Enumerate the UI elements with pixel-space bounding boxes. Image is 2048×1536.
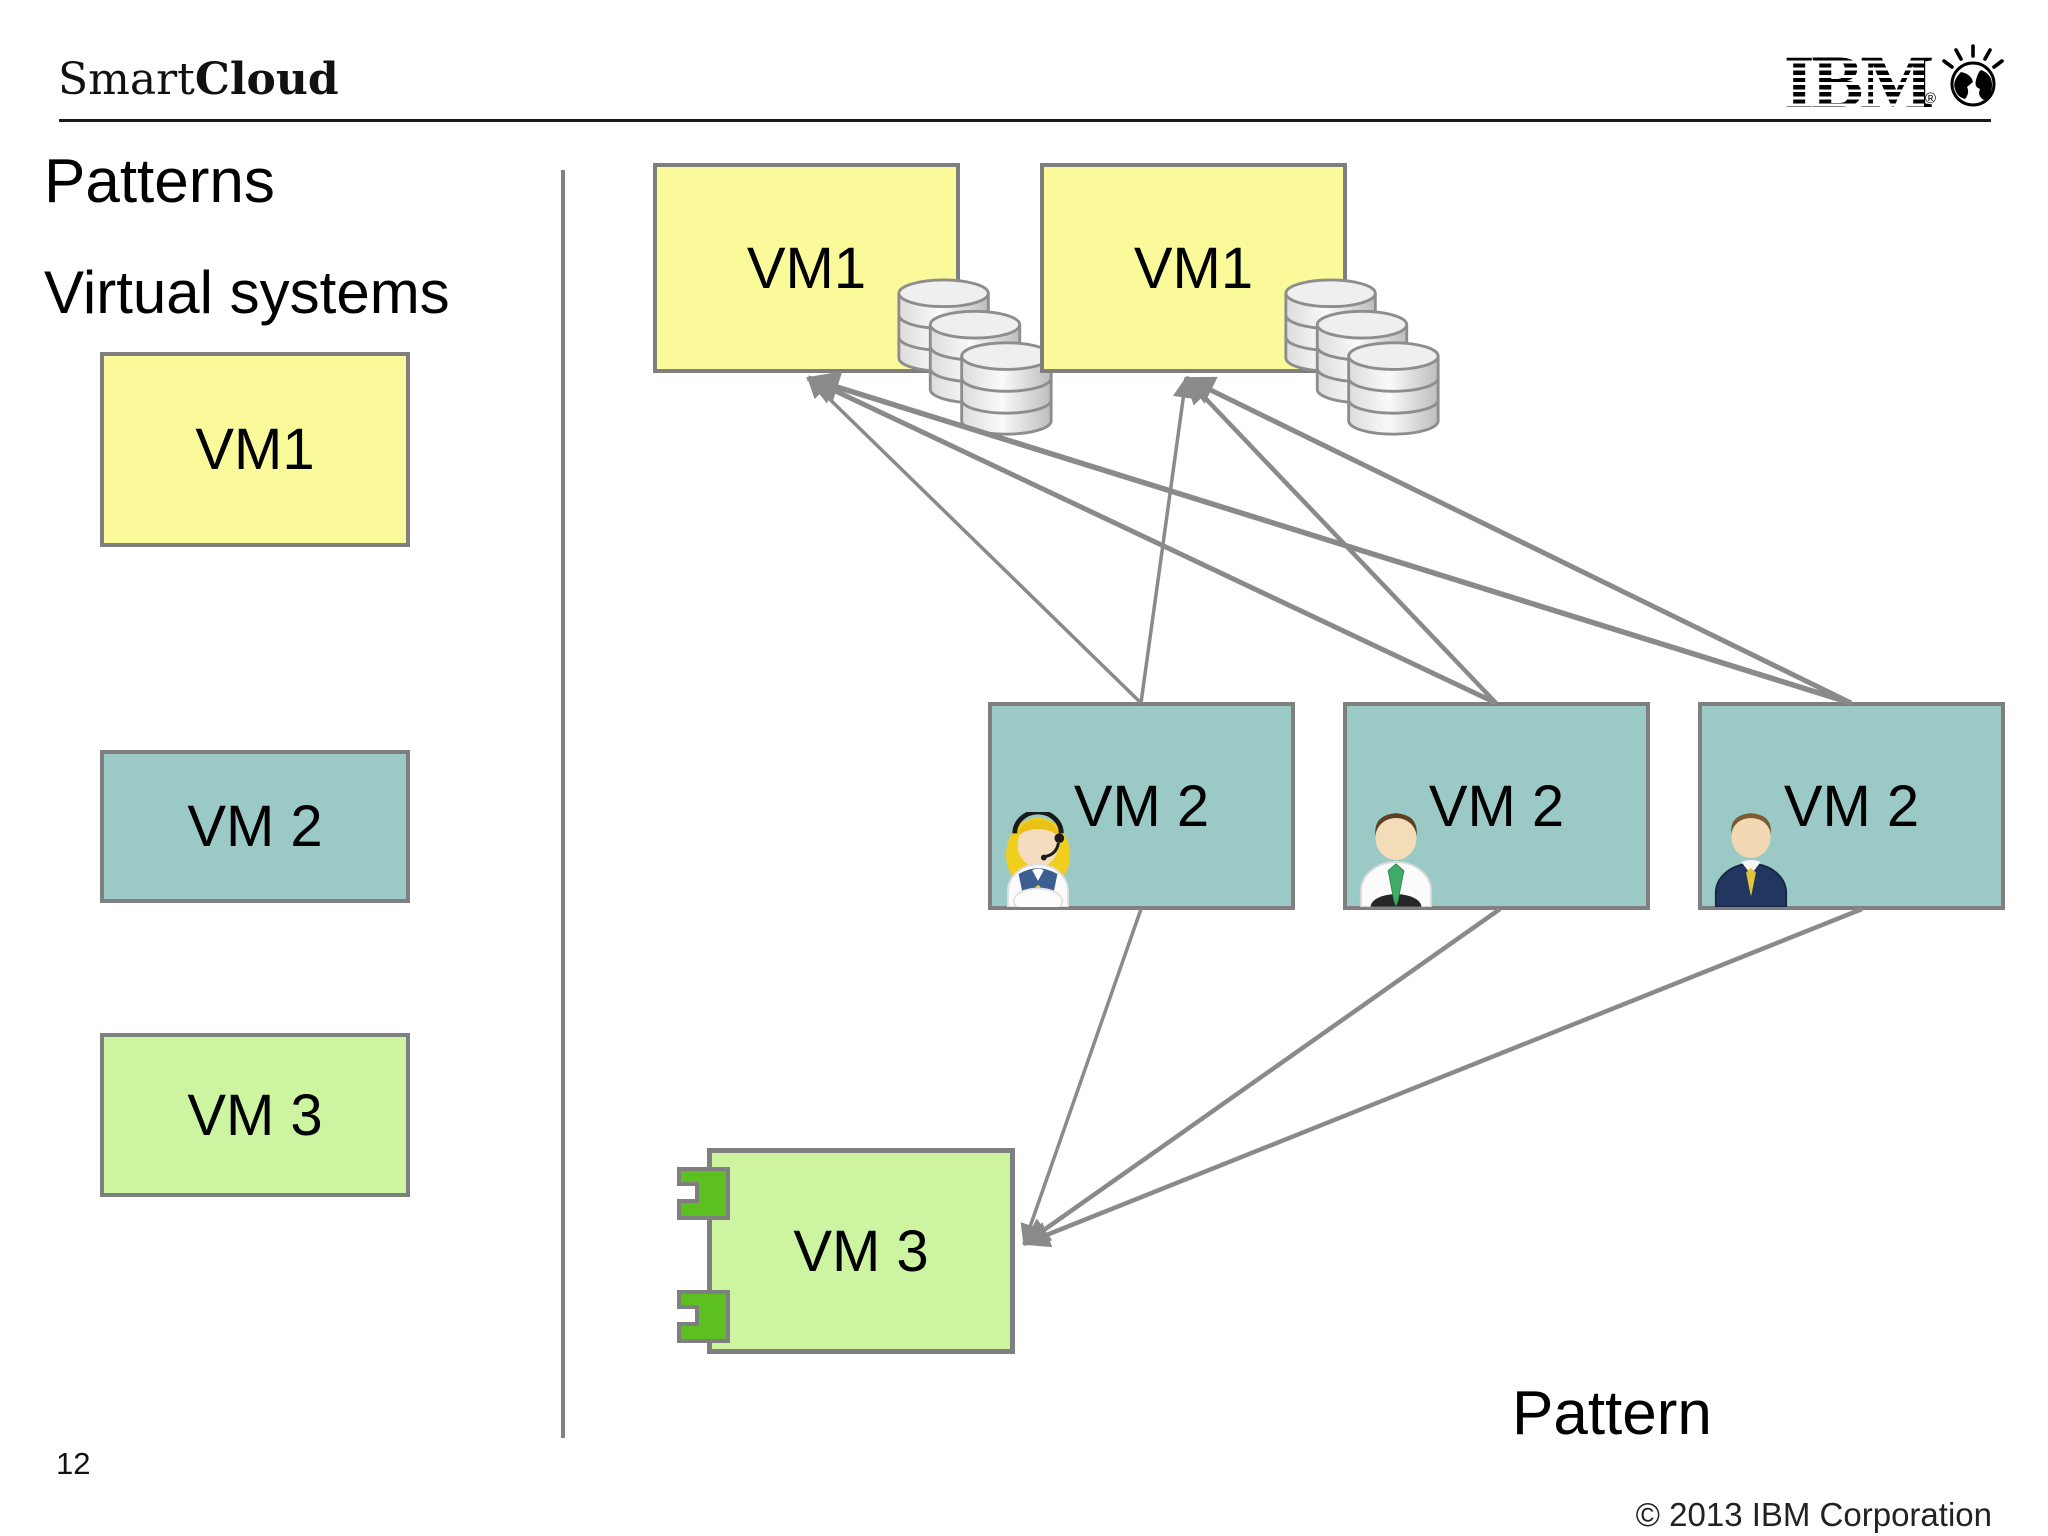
database-stack-icon — [1283, 277, 1441, 444]
component-port-notch — [677, 1305, 699, 1326]
vm-box-vm1-b: VM1 — [1040, 163, 1440, 436]
ibm-logo-stripes — [1782, 49, 1924, 109]
pattern-caption: Pattern — [1512, 1379, 1712, 1448]
virtual-systems-heading: Virtual systems — [44, 259, 450, 326]
man-green-tie-icon — [1355, 809, 1437, 912]
registered-trademark: ® — [1924, 90, 1936, 107]
vm-box-vm2-left: VM 2 — [100, 750, 410, 903]
vm-box-vm3-right: VM 3 — [677, 1148, 1015, 1354]
page-number: 12 — [56, 1446, 91, 1481]
woman-headset-icon — [1000, 809, 1076, 915]
copyright-notice: © 2013 IBM Corporation — [1635, 1496, 1992, 1533]
vm-box-label: VM 2 — [1073, 773, 1210, 839]
vm-box-label: VM 2 — [1428, 773, 1565, 839]
vm-box-vm2-b: VM 2 — [1343, 702, 1650, 910]
ibm-logo: IBM ® — [1782, 44, 1936, 119]
vm-box-label: VM 3 — [793, 1218, 929, 1284]
component-port-icon — [677, 1290, 730, 1343]
component-port-notch — [677, 1182, 699, 1203]
page-title: Patterns — [44, 147, 275, 216]
vm-box-label: VM 2 — [187, 794, 323, 859]
vm-box-label: VM 3 — [187, 1082, 323, 1148]
component-port-icon — [677, 1167, 730, 1220]
vm-box-label: VM1 — [1133, 235, 1254, 301]
man-navy-suit-icon — [1710, 809, 1792, 912]
brand-light: Smart — [58, 54, 195, 105]
vm-box-label: VM1 — [746, 235, 867, 301]
database-stack-icon — [896, 277, 1054, 444]
vm-box-vm1-a: VM1 — [653, 163, 1053, 436]
brand-bold: Cloud — [194, 54, 339, 105]
vm-box-vm2-a: VM 2 — [988, 702, 1295, 915]
vm-box-label: VM 2 — [1783, 773, 1920, 839]
smartcloud-logo: SmartCloud — [58, 58, 339, 102]
vm-box-vm2-c: VM 2 — [1698, 702, 2005, 910]
vm-box-vm1-left: VM1 — [100, 352, 410, 547]
vm-box-label: VM1 — [195, 417, 315, 482]
vertical-divider-line — [561, 170, 565, 1438]
vm-box-vm3-left: VM 3 — [100, 1033, 410, 1197]
header-divider-line — [59, 119, 1991, 122]
smarter-planet-globe-icon — [1940, 42, 2006, 115]
